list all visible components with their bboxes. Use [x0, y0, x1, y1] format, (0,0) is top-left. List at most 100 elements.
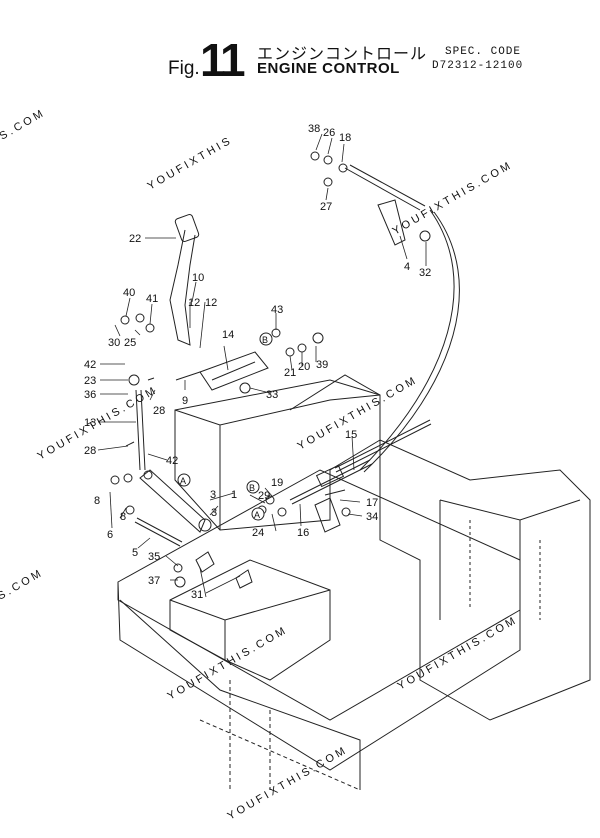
callout-6: 6 [107, 529, 113, 541]
spec-code-value: D72312-12100 [432, 60, 524, 72]
watermark: YOUFIXTHIS.COM [166, 624, 290, 703]
callout-28: 28 [84, 445, 96, 457]
callout-39: 39 [316, 359, 328, 371]
bolt [323, 155, 333, 165]
drawing-lines [97, 133, 591, 791]
callout-37: 37 [148, 575, 160, 587]
callout-42: 42 [166, 455, 178, 467]
callout-23: 23 [84, 375, 96, 387]
watermark: YOUFIXTHIS.COM [396, 614, 520, 693]
callout-41: 41 [146, 293, 158, 305]
callout-36: 36 [84, 389, 96, 401]
circled-markers: B A B A [177, 332, 273, 521]
cable-rod-lower [289, 459, 373, 505]
callout-14: 14 [222, 329, 234, 341]
marker-b: B [249, 483, 255, 493]
callout-40: 40 [123, 287, 135, 299]
bolt [120, 315, 130, 325]
engine-block [379, 439, 591, 721]
engine-block-detail [439, 499, 581, 640]
callout-10: 10 [192, 272, 204, 284]
lever-hole [143, 470, 153, 480]
shaft [134, 517, 183, 547]
watermark: YOUFIXTHIS [146, 134, 235, 192]
callout-35: 35 [148, 551, 160, 563]
screw [125, 371, 201, 447]
callout-20: 20 [298, 361, 310, 373]
lower-bracket [314, 489, 346, 533]
figure-number: 11 [200, 34, 246, 86]
callout-12: 12 [188, 297, 200, 309]
callout-3: 3 [211, 507, 217, 519]
callout-29: 29 [258, 490, 270, 502]
cable-sleeve [315, 464, 345, 488]
console-box [169, 559, 331, 681]
figure-label: Fig. [168, 58, 200, 79]
bolt [174, 576, 186, 588]
callout-32: 32 [419, 267, 431, 279]
watermark-layer: S.COM YOUFIXTHIS YOUFIXTHIS.COM YOUFIXTH… [0, 107, 520, 823]
throttle-lever [169, 229, 196, 346]
callout-22: 22 [129, 233, 141, 245]
control-rod [135, 389, 146, 471]
callout-33: 33 [266, 389, 278, 401]
watermark: S.COM [0, 567, 46, 603]
console-top [169, 589, 331, 660]
callout-19: 19 [271, 477, 283, 489]
bolt [123, 473, 133, 483]
bolt [128, 374, 140, 386]
figure-title-english: ENGINE CONTROL [257, 60, 400, 77]
callout-17: 17 [366, 497, 378, 509]
callout-28: 28 [153, 405, 165, 417]
machine-base [117, 469, 521, 771]
bolt [125, 505, 135, 515]
watermark: YOUFIXTHIS.COM [296, 374, 420, 453]
part-callouts: 38 26 18 27 4 32 22 10 12 12 40 41 30 25… [84, 123, 431, 601]
base-lower [119, 599, 361, 790]
callout-26: 26 [323, 127, 335, 139]
bolt [271, 328, 281, 338]
throttle-cable [359, 209, 455, 471]
callout-5: 5 [132, 547, 138, 559]
marker-b: B [262, 335, 268, 345]
bolt [239, 382, 251, 394]
leader-lines [97, 133, 427, 598]
long-rod [334, 419, 432, 473]
lever-plate [139, 469, 206, 533]
lever-pivot [198, 518, 212, 532]
callout-3: 3 [210, 489, 216, 501]
bolt [135, 313, 145, 323]
bracket-plate-mid [211, 361, 256, 381]
cable-end [344, 164, 426, 211]
callout-8: 8 [120, 511, 126, 523]
watermark: YOUFIXTHIS.COM [226, 744, 350, 823]
spec-code-label: SPEC. CODE [445, 46, 522, 58]
bolt [323, 177, 333, 187]
fuel-tank [174, 379, 381, 531]
callout-9: 9 [182, 395, 188, 407]
callout-21: 21 [284, 367, 296, 379]
bracket-plate [199, 351, 269, 391]
bolt [265, 495, 275, 505]
callout-8: 8 [94, 495, 100, 507]
callout-16: 16 [297, 527, 309, 539]
callout-13: 13 [84, 417, 96, 429]
callout-12: 12 [205, 297, 217, 309]
callout-25: 25 [124, 337, 136, 349]
figure-title-japanese: エンジンコントロール [257, 46, 428, 63]
callout-42: 42 [84, 359, 96, 371]
callout-1: 1 [231, 489, 237, 501]
bolt [419, 230, 431, 242]
bolt [310, 151, 320, 161]
callout-34: 34 [366, 511, 378, 523]
watermark: YOUFIXTHIS.COM [391, 159, 515, 238]
frame-bottom [199, 680, 361, 791]
bolt [110, 475, 120, 485]
watermark: S.COM [0, 107, 48, 143]
bolt [341, 507, 351, 517]
callout-15: 15 [345, 429, 357, 441]
callout-38: 38 [308, 123, 320, 135]
bolt [173, 563, 183, 573]
callout-30: 30 [108, 337, 120, 349]
